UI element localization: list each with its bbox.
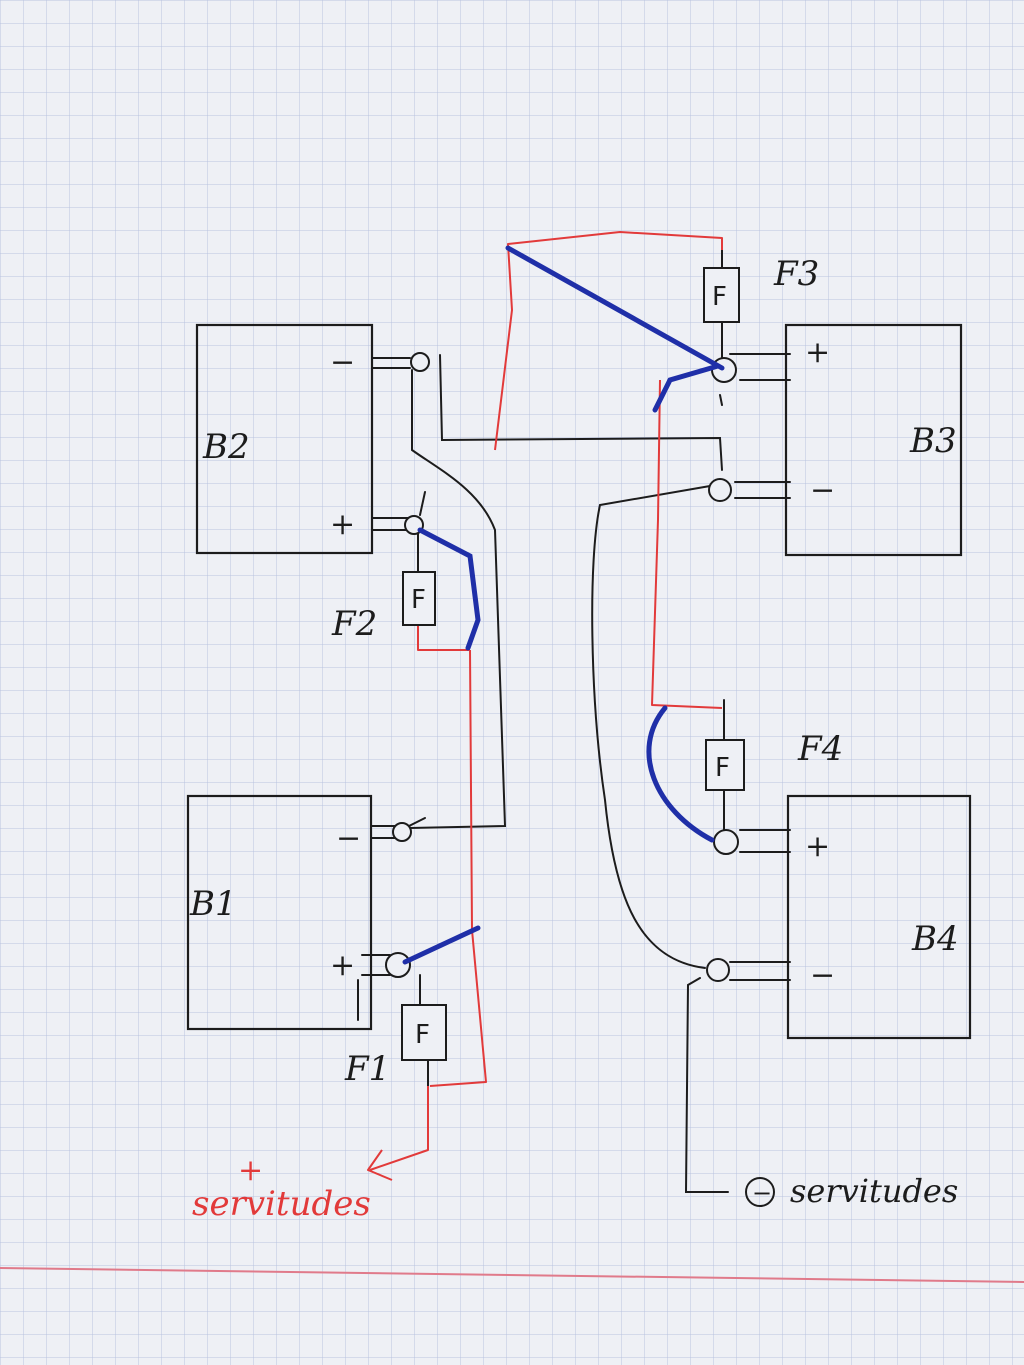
blue-wires xyxy=(402,245,725,965)
battery-b4-box xyxy=(786,794,972,1040)
fuse-f1-label: F1 xyxy=(344,1049,390,1089)
battery-b1-box xyxy=(186,794,373,1031)
battery-b1: B1 − + xyxy=(186,794,373,1031)
battery-b2-minus: − xyxy=(330,345,355,380)
fuse-f4-body xyxy=(705,739,745,791)
negative-output-sign: − xyxy=(752,1179,772,1207)
battery-b3-minus: − xyxy=(810,473,835,508)
positive-output: + servitudes xyxy=(192,1153,371,1224)
fuse-f1-body xyxy=(401,1004,447,1061)
negative-output: − servitudes xyxy=(745,1172,958,1210)
negative-output-label: servitudes xyxy=(790,1172,958,1210)
fuse-f1: F F1 xyxy=(344,1004,447,1089)
battery-b3: B3 + − xyxy=(784,323,963,557)
battery-b4: B4 + − xyxy=(786,794,972,1040)
terminal-b1-minus xyxy=(392,822,412,842)
battery-b1-label: B1 xyxy=(189,884,237,924)
battery-b3-plus: + xyxy=(805,335,830,370)
battery-b4-label: B4 xyxy=(911,919,959,959)
fuse-f3: F F3 xyxy=(703,254,819,323)
fuse-f2-symbol: F xyxy=(411,585,426,615)
fuse-f4-symbol: F xyxy=(715,753,730,783)
fuse-f2-body xyxy=(402,571,436,626)
battery-b4-plus: + xyxy=(805,829,830,864)
battery-b1-plus: + xyxy=(330,948,355,983)
terminal-b1-plus xyxy=(385,952,411,978)
fuse-f4: F F4 xyxy=(705,729,843,791)
terminal-b4-minus xyxy=(706,958,730,982)
fuse-f1-symbol: F xyxy=(415,1020,430,1050)
fuse-f2-label: F2 xyxy=(331,604,377,644)
battery-b3-label: B3 xyxy=(909,421,957,461)
fuse-f3-body xyxy=(703,267,740,323)
terminal-lugs xyxy=(385,352,739,982)
battery-b3-box xyxy=(784,323,963,557)
battery-b1-minus: − xyxy=(336,821,361,856)
negative-output-circle xyxy=(745,1177,775,1207)
fuse-f2: F F2 xyxy=(331,571,436,644)
fuse-f3-symbol: F xyxy=(712,282,727,312)
fuse-f4-label: F4 xyxy=(797,729,843,769)
battery-b4-minus: − xyxy=(810,958,835,993)
battery-b2-plus: + xyxy=(330,507,355,542)
terminal-b2-minus xyxy=(410,352,430,372)
positive-output-sign: + xyxy=(238,1153,263,1188)
fuse-f3-label: F3 xyxy=(773,254,819,294)
terminal-b3-minus xyxy=(708,478,732,502)
battery-b2-label: B2 xyxy=(202,427,250,467)
battery-b2: B2 − + xyxy=(195,323,374,555)
margin-line xyxy=(0,1267,1024,1283)
terminal-b4-plus xyxy=(713,829,739,855)
positive-output-label: servitudes xyxy=(192,1184,371,1224)
red-wires xyxy=(367,231,723,1181)
battery-b2-box xyxy=(195,323,374,555)
